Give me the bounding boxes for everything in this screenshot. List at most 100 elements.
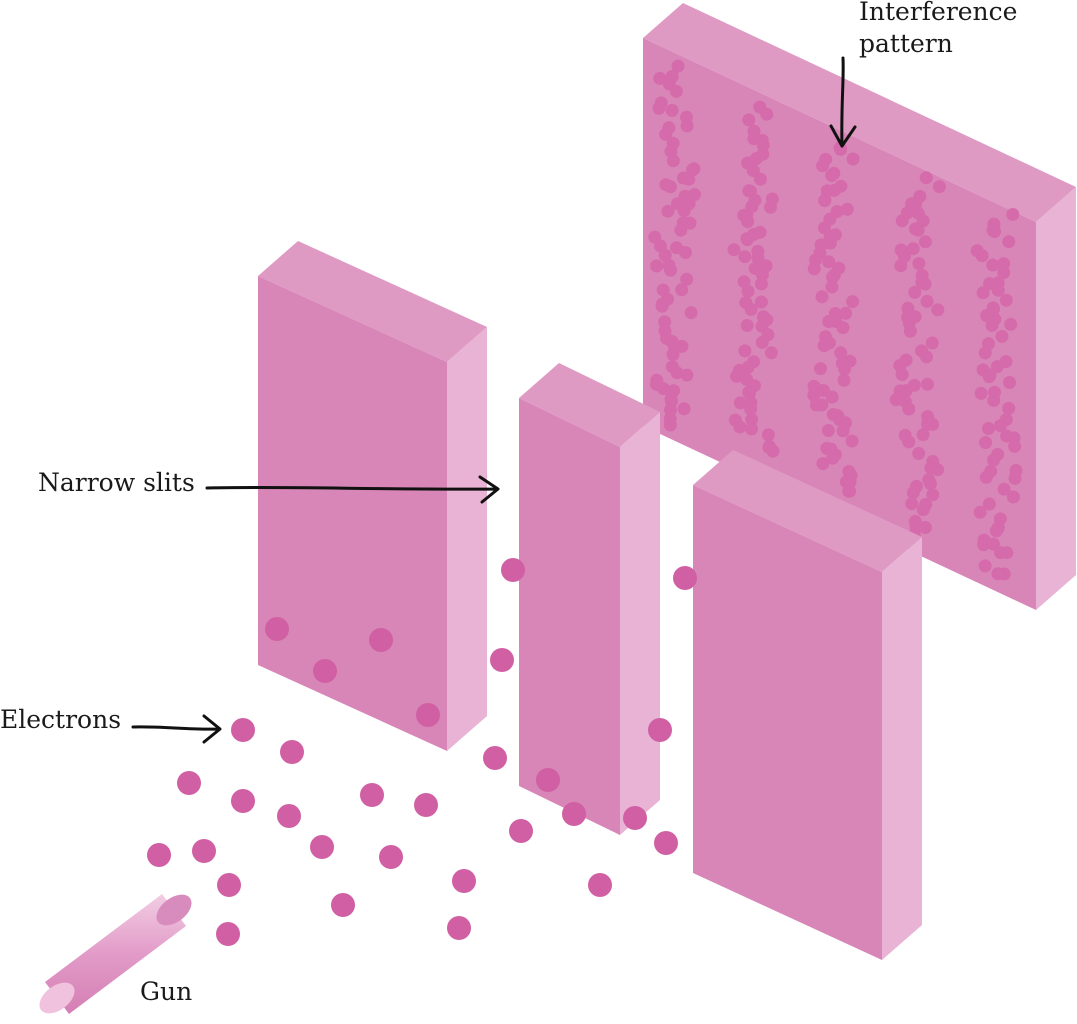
pattern-dot — [920, 294, 934, 308]
electron — [360, 783, 384, 807]
pattern-dot — [683, 216, 697, 230]
pattern-dot — [818, 194, 832, 208]
pattern-dot — [727, 243, 741, 257]
pattern-dot — [677, 204, 691, 218]
pattern-dot — [905, 497, 919, 511]
electron — [379, 845, 403, 869]
electron — [648, 718, 672, 742]
pattern-dot — [912, 257, 926, 270]
pattern-dot — [826, 451, 840, 465]
electron — [654, 831, 678, 855]
pattern-dot — [982, 422, 995, 435]
middle-front-face — [519, 398, 620, 835]
pattern-dot — [846, 152, 860, 166]
barrier-middle — [519, 363, 660, 835]
pattern-dot — [912, 447, 926, 460]
electron — [483, 746, 507, 770]
pattern-dot — [918, 235, 932, 249]
annotation-interference: Interference pattern — [829, 0, 1017, 148]
pattern-dot — [664, 263, 678, 277]
pattern-dot — [986, 537, 1000, 551]
electron — [331, 893, 355, 917]
slits-label: Narrow slits — [38, 468, 195, 497]
pattern-dot — [663, 418, 677, 432]
pattern-dot — [925, 336, 939, 350]
pattern-dot — [669, 84, 683, 98]
electron — [588, 873, 612, 897]
pattern-dot — [821, 424, 835, 437]
pattern-dot — [666, 348, 680, 361]
pattern-dot — [975, 249, 989, 263]
pattern-dot — [974, 386, 988, 400]
electron — [216, 922, 240, 946]
right-side-face — [882, 537, 922, 960]
electron — [231, 789, 255, 813]
pattern-dot — [921, 377, 934, 391]
pattern-dot — [744, 302, 758, 316]
pattern-dot — [982, 370, 996, 384]
pattern-dot — [733, 396, 747, 410]
pattern-dot — [1003, 376, 1016, 389]
pattern-dot — [979, 470, 993, 484]
electron — [414, 793, 438, 817]
pattern-dot — [843, 484, 857, 498]
pattern-dot — [670, 366, 684, 380]
pattern-dot — [906, 486, 920, 500]
pattern-dot — [908, 285, 922, 299]
pattern-dot — [675, 283, 689, 297]
pattern-dot — [991, 521, 1005, 535]
pattern-dot — [990, 360, 1004, 374]
slits-arrow — [205, 475, 500, 504]
pattern-dot — [741, 360, 755, 374]
pattern-dot — [807, 388, 821, 402]
pattern-dot — [738, 250, 752, 264]
pattern-dot — [991, 283, 1005, 297]
pattern-dot — [931, 463, 945, 477]
electrons-label: Electrons — [0, 705, 121, 734]
pattern-dot — [916, 503, 930, 517]
pattern-dot — [816, 457, 830, 471]
pattern-dot — [766, 444, 780, 458]
pattern-dot — [918, 277, 932, 291]
electron — [452, 869, 476, 893]
pattern-dot — [754, 172, 767, 186]
pattern-dot — [902, 435, 916, 449]
gun-muzzle — [39, 982, 75, 1014]
gun-label: Gun — [140, 977, 192, 1006]
pattern-dot — [682, 172, 696, 186]
pattern-dot — [978, 346, 992, 360]
pattern-dot — [733, 420, 747, 434]
pattern-dot — [842, 465, 856, 478]
pattern-dot — [923, 477, 937, 491]
electron — [447, 916, 471, 940]
pattern-dot — [895, 214, 909, 228]
middle-top-face — [519, 363, 660, 447]
pattern-dot — [845, 434, 859, 448]
pattern-dot — [745, 422, 758, 436]
pattern-dot — [746, 164, 760, 178]
pattern-dot — [653, 71, 667, 85]
pattern-dot — [909, 222, 922, 236]
screen-side-face — [1036, 187, 1076, 610]
pattern-dot — [1002, 401, 1016, 415]
right-front-face — [693, 485, 882, 960]
pattern-dot — [919, 171, 933, 185]
pattern-dot — [999, 293, 1013, 307]
pattern-dot — [680, 368, 694, 382]
pattern-dot — [982, 497, 996, 511]
pattern-dot — [740, 319, 754, 332]
electron-dots — [147, 558, 697, 946]
pattern-dot — [741, 284, 755, 298]
pattern-dot — [997, 482, 1011, 496]
pattern-dot — [680, 119, 694, 133]
electron — [310, 835, 334, 859]
pattern-dot — [1006, 208, 1020, 221]
interference-arrow — [829, 56, 857, 148]
pattern-dot — [836, 424, 850, 438]
pattern-dot — [973, 505, 987, 519]
pattern-dot — [978, 559, 992, 573]
pattern-dot — [993, 419, 1007, 433]
interference-label-line2: pattern — [859, 29, 953, 58]
pattern-dot — [754, 277, 768, 291]
pattern-dot — [1000, 546, 1014, 560]
